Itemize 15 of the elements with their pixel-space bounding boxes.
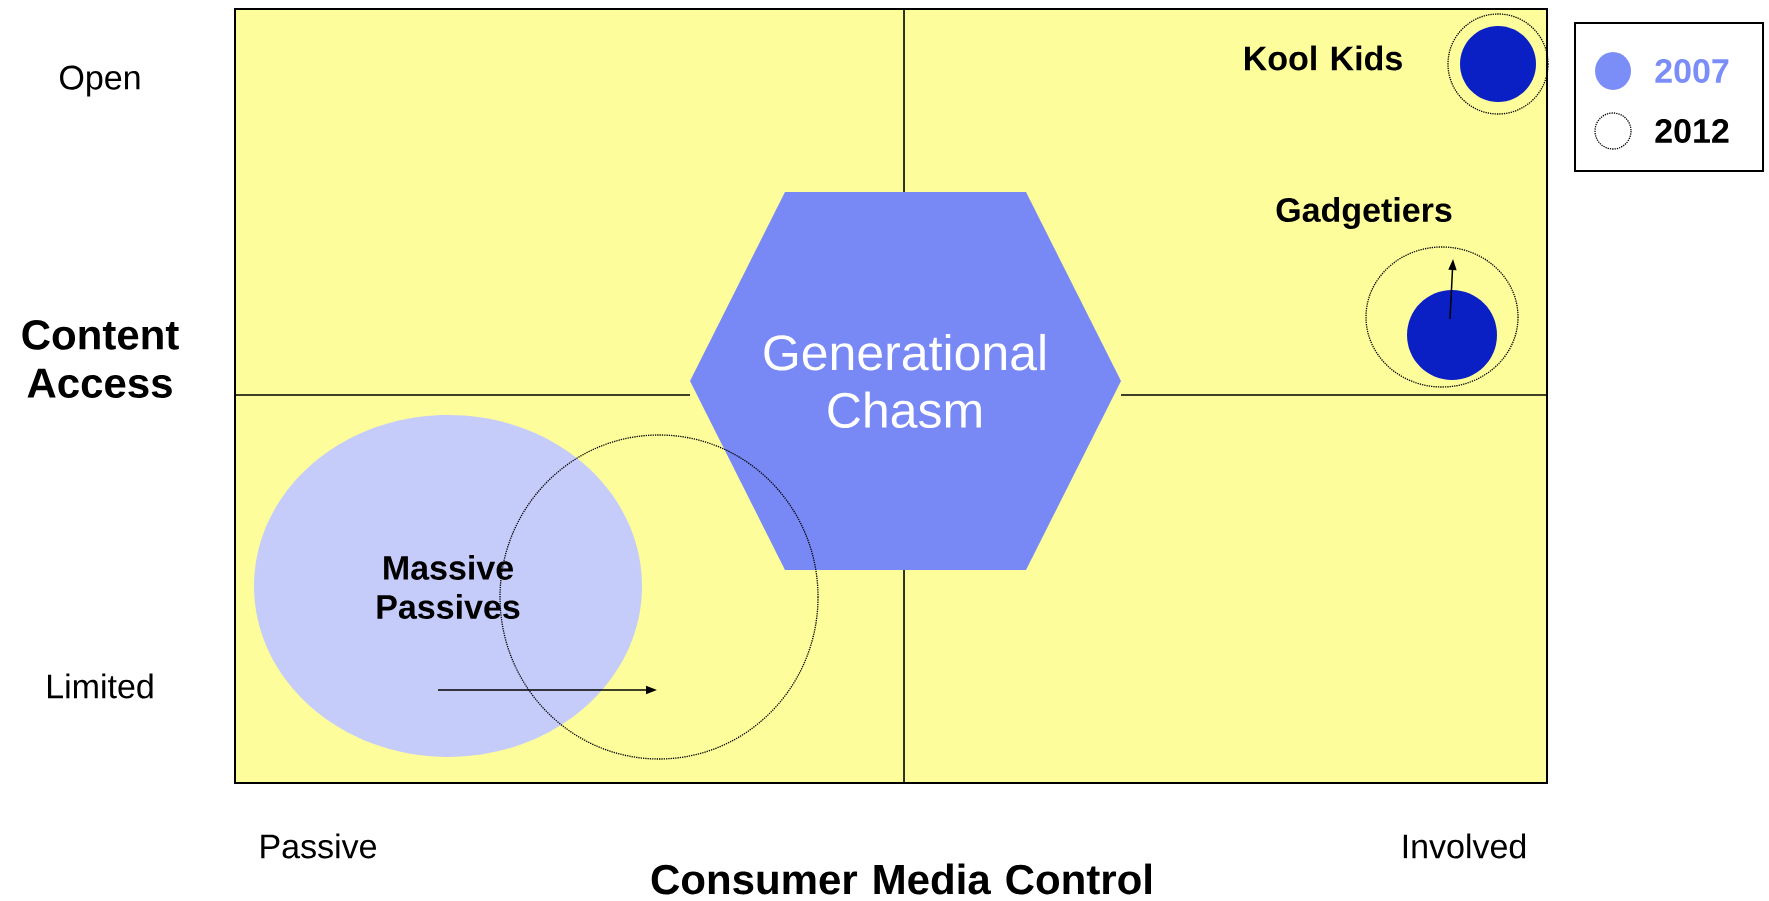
- node-label: Gadgetiers: [1276, 197, 1452, 229]
- axis-label: Open: [60, 65, 140, 97]
- axis-label: Passive: [261, 833, 376, 859]
- axis-label: Involved: [1403, 833, 1526, 859]
- dotted-circle: [1447, 13, 1549, 115]
- hexagon: Generational Chasm: [690, 192, 1121, 570]
- legend-text: 2007: [1655, 58, 1729, 84]
- dotted-circle: [1365, 246, 1519, 388]
- axis-label: Limited: [48, 673, 153, 699]
- axis-title: Content Access: [22, 320, 179, 398]
- bubble: Gadgetiers: [1276, 197, 1497, 380]
- bubble: Kool Kids: [1245, 26, 1536, 102]
- legend-text: 2012: [1655, 118, 1729, 144]
- axis-title: Consumer Media Control: [651, 863, 1151, 895]
- node-label: Kool Kids: [1245, 45, 1402, 71]
